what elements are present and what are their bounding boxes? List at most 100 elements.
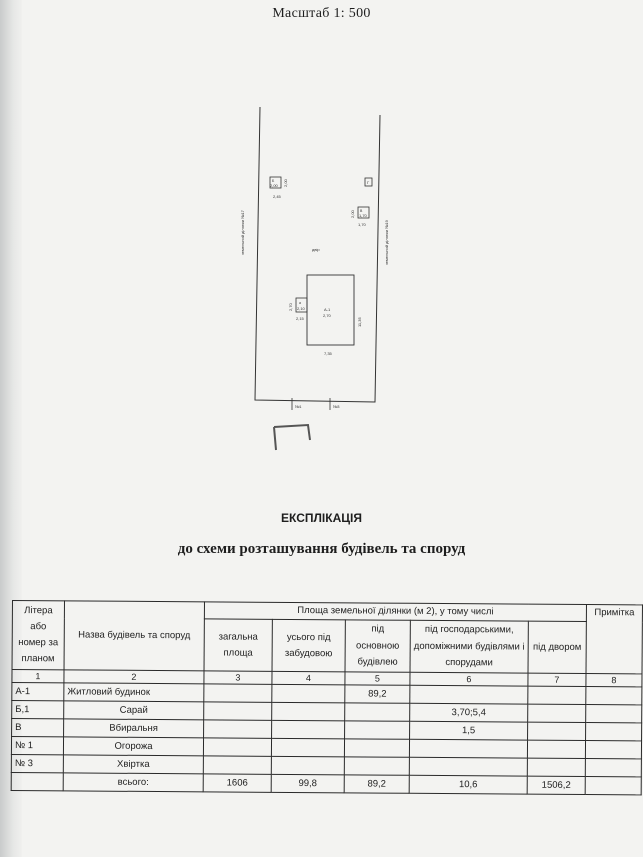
totals-row: всього: 1606 99,8 89,2 10,6 1506,2: [11, 772, 642, 796]
scale-label: Масштаб 1: 500: [272, 6, 371, 21]
box-g: [364, 177, 373, 187]
cell-total: [203, 755, 272, 775]
cell-yard: [527, 704, 586, 723]
north-mark-icon: [273, 423, 311, 451]
cell-liter: В: [11, 718, 64, 738]
cell-built: [271, 756, 345, 775]
shed-b-letter: Б: [272, 179, 275, 183]
col-number: 4: [271, 671, 346, 685]
explication-table: Літера або номер за планом Назва будівел…: [11, 600, 643, 796]
col-number: 5: [344, 671, 411, 686]
cell-note: [585, 740, 642, 760]
cell-main: 89,2: [344, 684, 410, 704]
total-aux: 10,6: [409, 775, 528, 795]
annex-a-area: 2,10: [297, 306, 306, 311]
col-yard-header: під двором: [528, 621, 587, 674]
cell-note: [585, 686, 642, 706]
cell-name: Огорожа: [63, 737, 204, 756]
cell-liter: А-1: [11, 682, 64, 702]
cell-aux: 1,5: [409, 721, 528, 741]
building-a1-letter: А-1: [324, 307, 331, 312]
cell-main: [344, 720, 410, 740]
cell-liter: [11, 772, 64, 792]
annex-a-letter: а: [299, 301, 301, 305]
col-main-header: під основною будівлею: [345, 619, 411, 673]
yard-label: двір: [312, 247, 320, 252]
cell-liter: № 1: [11, 736, 64, 756]
annex-a: [295, 297, 308, 313]
col-name-header: Назва будівель та споруд: [64, 600, 205, 671]
col-number: 8: [585, 673, 642, 688]
total-note: [585, 776, 642, 796]
cell-note: [585, 704, 642, 724]
cell-aux: [409, 757, 528, 777]
plot-boundary: [254, 106, 381, 403]
building-a1-area: 2,70: [323, 313, 332, 318]
street-right-label: земельний ділянки №19: [384, 219, 389, 265]
cell-total: [203, 701, 272, 721]
cell-name: Хвіртка: [63, 755, 204, 774]
site-plan: земельний ділянки №17 земельний ділянки …: [230, 105, 400, 465]
cell-yard: [527, 740, 586, 759]
street-left-label: земельний ділянки №17: [240, 209, 245, 255]
col-number: 3: [203, 670, 273, 685]
v-area: 1,70: [359, 213, 368, 218]
shed-b-box: [269, 176, 282, 189]
v-bottom: 1,70: [358, 222, 367, 227]
col-liter-header: Літера або номер за планом: [12, 600, 65, 671]
col-number: 1: [11, 669, 65, 684]
v-letter: В: [360, 209, 363, 213]
col-number: 7: [527, 673, 586, 687]
site-plan-drawing: земельний ділянки №17 земельний ділянки …: [240, 106, 389, 451]
v-side: 2,00: [350, 209, 355, 218]
cell-aux: 3,70;5,4: [409, 703, 528, 723]
total-built: 99,8: [271, 774, 345, 793]
cell-built: [271, 684, 345, 703]
cell-yard: [527, 686, 586, 705]
total-total: 1606: [203, 773, 272, 793]
col-number: 6: [409, 672, 529, 687]
explication-subtitle: до схеми розташування будівель та споруд: [177, 541, 466, 557]
cell-built: [271, 720, 345, 739]
cell-main: [344, 702, 410, 722]
col-built-header: усього під забудовою: [272, 619, 346, 672]
cell-note: [585, 722, 642, 742]
cell-main: [344, 756, 410, 776]
building-a1: [306, 274, 355, 346]
cell-aux: [409, 739, 528, 759]
cell-total: [203, 719, 272, 739]
cell-total: [203, 737, 272, 757]
cell-built: [271, 702, 345, 721]
shed-b-area: 2,00: [270, 183, 279, 188]
cell-aux: [409, 685, 528, 705]
v-box: [357, 206, 370, 219]
col-number: 2: [63, 670, 205, 684]
annex-a-side: 2,70: [288, 302, 293, 311]
cell-yard: [527, 758, 586, 777]
cell-liter: Б,1: [11, 700, 64, 720]
cell-name: Житловий будинок: [63, 683, 204, 702]
building-a1-bottom: 7,35: [324, 351, 333, 356]
cell-yard: [527, 722, 586, 741]
col-total-header: загальна площа: [204, 618, 273, 672]
building-a1-side: 11,35: [357, 317, 362, 327]
cell-liter: № 3: [11, 754, 64, 774]
total-main: 89,2: [344, 774, 410, 794]
cell-name: Вбиральня: [63, 719, 204, 738]
explication-title: ЕКСПЛІКАЦІЯ: [281, 511, 362, 525]
shed-b-side: 2,00: [283, 178, 288, 187]
gate-1-label: №1: [295, 404, 302, 409]
cell-total: [203, 683, 272, 703]
box-g-letter: Г: [367, 180, 370, 185]
binder-edge: [0, 0, 22, 857]
explication-table-wrap: Літера або номер за планом Назва будівел…: [11, 600, 643, 804]
cell-main: [344, 738, 410, 758]
cell-name: Сарай: [63, 701, 204, 720]
col-aux-header: під господарськими, допоміжними будівлям…: [410, 620, 529, 674]
col-note-header: Примітка: [585, 604, 643, 675]
annex-a-bottom: 2,15: [296, 316, 305, 321]
shed-b-bottom: 2,45: [273, 194, 282, 199]
cell-built: [271, 738, 345, 757]
total-yard: 1506,2: [527, 776, 586, 795]
gate-3-label: №3: [333, 404, 340, 409]
